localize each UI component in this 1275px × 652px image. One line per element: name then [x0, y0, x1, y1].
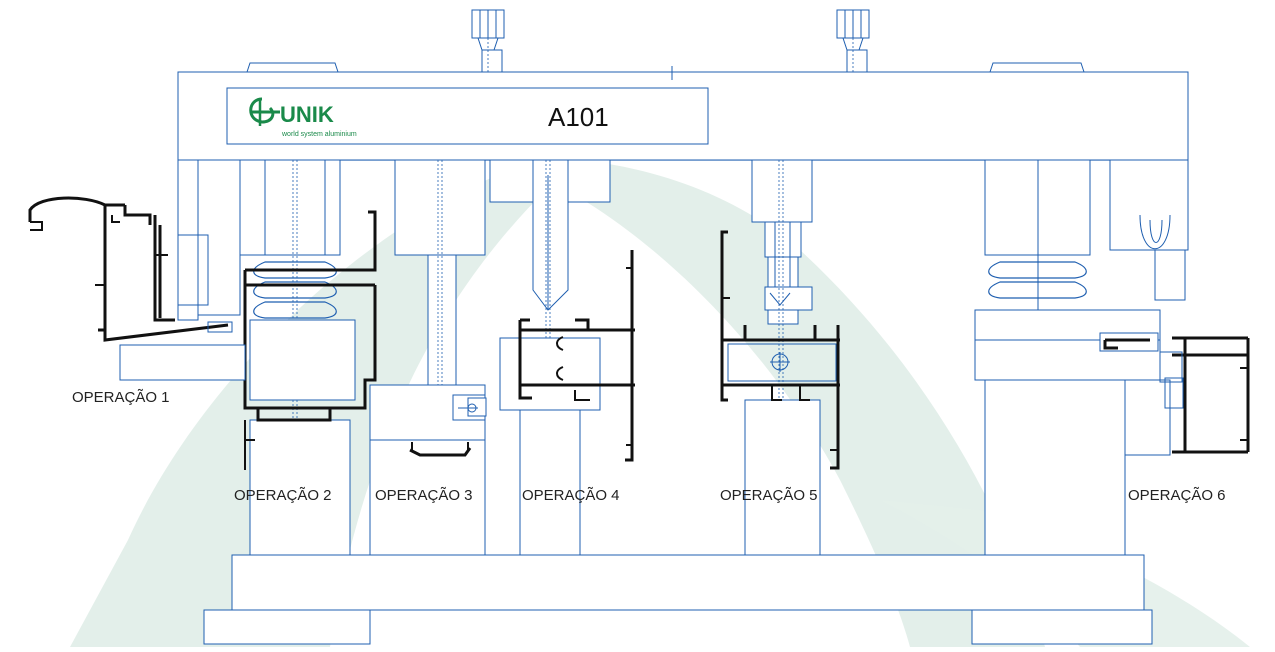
operation-3-label: OPERAÇÃO 3 — [375, 487, 473, 504]
foot-left — [204, 610, 370, 644]
top-pad-right — [990, 63, 1084, 72]
base-plate — [232, 555, 1144, 610]
foot-right — [972, 610, 1152, 644]
left-guide — [178, 160, 198, 320]
operation-5-label: OPERAÇÃO 5 — [720, 487, 818, 504]
brand-tagline: world system aluminium — [281, 131, 357, 138]
op1-base — [120, 345, 245, 380]
operation-2-label: OPERAÇÃO 2 — [234, 487, 332, 504]
operation-4-label: OPERAÇÃO 4 — [522, 487, 620, 504]
top-pad-left — [247, 63, 338, 72]
top-bolt-right — [837, 10, 869, 72]
brand-name: UNIK — [280, 102, 334, 127]
operation-1-label: OPERAÇÃO 1 — [72, 389, 170, 406]
machine-model: A101 — [548, 102, 609, 132]
top-bolt-left — [472, 10, 504, 72]
operation-6-label: OPERAÇÃO 6 — [1128, 487, 1226, 504]
